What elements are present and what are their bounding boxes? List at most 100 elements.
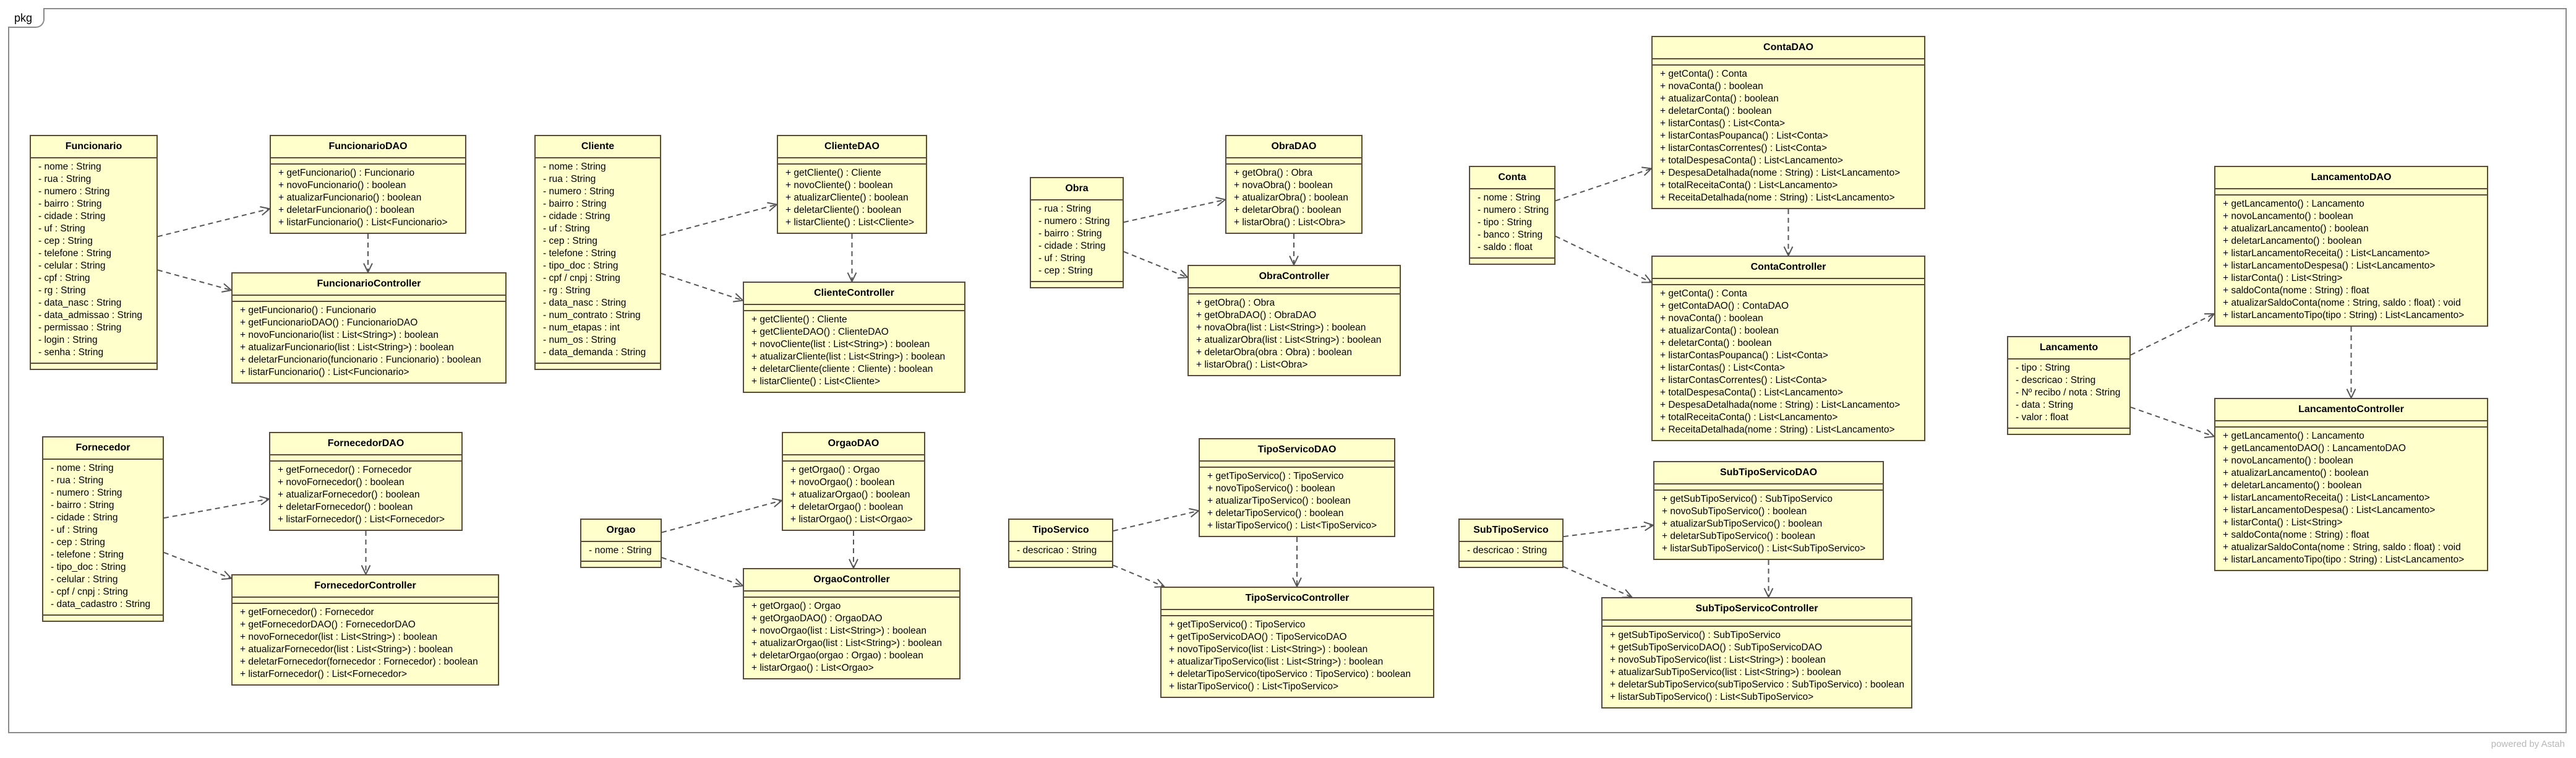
attribute-compartment — [270, 455, 461, 460]
operation: + atualizarFuncionario() : boolean — [278, 192, 422, 203]
class-fornecedor[interactable]: Fornecedor- nome : String- rua : String-… — [42, 436, 164, 622]
operation: + atualizarConta() : boolean — [1660, 93, 1779, 104]
operation: + novoCliente() : boolean — [785, 180, 893, 191]
class-name: Obra — [1031, 178, 1123, 200]
attribute: - cep : String — [543, 236, 597, 246]
class-obra-controller[interactable]: ObraController+ getObra() : Obra+ getObr… — [1187, 265, 1401, 376]
operation: + listarCliente() : List<Cliente> — [785, 217, 915, 228]
class-tiposervico-dao[interactable]: TipoServicoDAO+ getTipoServico() : TipoS… — [1199, 438, 1395, 537]
attribute: - descricao : String — [2016, 375, 2096, 385]
operation: + listarFornecedor() : List<Fornecedor> — [240, 669, 408, 679]
class-fornecedor-dao[interactable]: FornecedorDAO+ getFornecedor() : Fornece… — [269, 432, 463, 531]
operation-compartment — [581, 561, 661, 567]
class-subtiposervico-dao[interactable]: SubTipoServicoDAO+ getSubTipoServico() :… — [1653, 461, 1884, 560]
class-tiposervico-controller[interactable]: TipoServicoController + getTipoServico() … — [1160, 587, 1434, 698]
attribute: - senha : String — [38, 347, 104, 358]
class-funcionario-controller[interactable]: FuncionarioController+ getFuncionario() … — [231, 272, 507, 384]
operation: + atualizarFornecedor(list : List<String… — [240, 644, 453, 655]
class-obra[interactable]: Obra- rua : String- numero : String- bai… — [1030, 177, 1124, 288]
operation: + deletarFuncionario(funcionario : Funci… — [240, 355, 481, 365]
package-frame — [8, 8, 2567, 733]
operation: + listarFuncionario() : List<Funcionario… — [278, 217, 448, 228]
class-cliente[interactable]: Cliente- nome : String- rua : String- nu… — [534, 135, 661, 370]
class-name: Conta — [1470, 167, 1554, 189]
attribute: - rg : String — [543, 285, 591, 296]
class-name: ObraController — [1189, 266, 1400, 288]
class-name: TipoServicoController — [1162, 588, 1433, 610]
class-cliente-controller[interactable]: ClienteController+ getCliente() : Client… — [743, 282, 965, 393]
class-subtiposervico[interactable]: SubTipoServico- descricao : String — [1458, 519, 1564, 568]
operation: + novoOrgao() : boolean — [790, 477, 895, 488]
package-label: pkg — [8, 8, 45, 28]
class-name: Orgao — [581, 520, 661, 542]
class-funcionario-dao[interactable]: FuncionarioDAO+ getFuncionario() : Funci… — [270, 135, 466, 234]
attribute: - data_nasc : String — [38, 298, 122, 308]
class-lancamento-controller[interactable]: LancamentoController+ getLancamento() : … — [2214, 398, 2488, 571]
class-orgao[interactable]: Orgao- nome : String — [580, 519, 662, 568]
operation: + getFornecedor() : Fornecedor — [240, 607, 374, 618]
class-name: ContaController — [1653, 257, 1924, 279]
class-orgao-dao[interactable]: OrgaoDAO+ getOrgao() : Orgao+ novoOrgao(… — [782, 432, 925, 531]
attribute: - valor : float — [2016, 412, 2069, 423]
attribute-compartment: - descricao : String — [1009, 542, 1112, 561]
attribute-compartment — [1162, 610, 1433, 615]
operation-compartment: + getCliente() : Cliente+ novoCliente() … — [778, 163, 926, 233]
operation: + deletarFornecedor(fornecedor : Fornece… — [240, 657, 478, 667]
class-name: ObraDAO — [1226, 136, 1361, 158]
class-orgao-controller[interactable]: OrgaoController+ getOrgao() : Orgao+ get… — [743, 568, 961, 679]
class-fornecedor-controller[interactable]: FornecedorController+ getFornecedor() : … — [231, 574, 499, 686]
class-name: SubTipoServico — [1460, 520, 1562, 542]
attribute: - rua : String — [543, 174, 596, 184]
class-conta[interactable]: Conta- nome : String- numero : String- t… — [1469, 166, 1555, 265]
attribute: - cep : String — [1038, 265, 1093, 276]
operation: + listarContasCorrentes() : List<Conta> — [1660, 375, 1828, 385]
operation: + novoSubTipoServico() : boolean — [1662, 506, 1807, 517]
class-lancamento[interactable]: Lancamento- tipo : String- descricao : S… — [2007, 336, 2131, 435]
attribute: - telefone : String — [38, 248, 112, 259]
class-conta-controller[interactable]: ContaController+ getConta() : Conta+ get… — [1651, 256, 1925, 441]
operation: + novaConta() : boolean — [1660, 313, 1763, 324]
operation-compartment: + getFornecedor() : Fornecedor+ novoForn… — [270, 460, 461, 530]
operation: + getFuncionarioDAO() : FuncionarioDAO — [240, 317, 418, 328]
attribute: - banco : String — [1478, 230, 1543, 240]
attribute: - rg : String — [38, 285, 86, 296]
class-name: TipoServico — [1009, 520, 1112, 542]
operation: + listarLancamentoTipo(tipo : String) : … — [2223, 310, 2465, 321]
operation: + listarTipoServico() : List<TipoServico… — [1169, 681, 1339, 692]
attribute: - data_demanda : String — [543, 347, 646, 358]
operation: + atualizarObra() : boolean — [1234, 192, 1348, 203]
operation: + listarOrgao() : List<Orgao> — [790, 514, 913, 525]
attribute: - cidade : String — [51, 512, 118, 523]
class-subtiposervico-controller[interactable]: SubTipoServicoController+ getSubTipoServ… — [1601, 597, 1912, 708]
attribute: - rua : String — [51, 475, 104, 486]
attribute: - Nº recibo / nota : String — [2016, 387, 2121, 398]
operation-compartment — [1009, 561, 1112, 567]
operation: + deletarLancamento() : boolean — [2223, 236, 2362, 246]
attribute: - permissao : String — [38, 322, 122, 333]
operation-compartment: + getObra() : Obra+ novaObra() : boolean… — [1226, 163, 1361, 233]
operation: + getFornecedor() : Fornecedor — [278, 465, 412, 475]
operation: + atualizarFornecedor() : boolean — [278, 489, 420, 500]
attribute-compartment — [2215, 421, 2487, 426]
class-obra-dao[interactable]: ObraDAO + getObra() : Obra+ novaObra() : … — [1225, 135, 1363, 234]
operation: + deletarSubTipoServico() : boolean — [1662, 531, 1815, 541]
class-lancamento-dao[interactable]: LancamentoDAO+ getLancamento() : Lancame… — [2214, 166, 2488, 327]
class-conta-dao[interactable]: ContaDAO+ getConta() : Conta+ novaConta(… — [1651, 36, 1925, 209]
operation: + deletarFornecedor() : boolean — [278, 502, 413, 512]
operation: + deletarObra() : boolean — [1234, 205, 1341, 215]
attribute: - cidade : String — [38, 211, 106, 222]
operation-compartment: + getTipoServico() : TipoServico+ getTip… — [1162, 615, 1433, 697]
class-name: SubTipoServicoController — [1603, 598, 1911, 621]
operation: + DespesaDetalhada(nome : String) : List… — [1660, 400, 1901, 410]
operation: + atualizarLancamento() : boolean — [2223, 223, 2369, 234]
attribute: - tipo_doc : String — [543, 261, 618, 271]
attribute: - uf : String — [38, 223, 85, 234]
class-tiposervico[interactable]: TipoServico - descricao : String — [1008, 519, 1113, 568]
operation: + listarLancamentoDespesa() : List<Lanca… — [2223, 505, 2436, 515]
attribute: - cpf / cnpj : String — [51, 587, 128, 597]
attribute: - descricao : String — [1017, 545, 1097, 556]
class-funcionario[interactable]: Funcionario- nome : String- rua : String… — [30, 135, 158, 370]
class-cliente-dao[interactable]: ClienteDAO+ getCliente() : Cliente+ novo… — [777, 135, 927, 234]
class-name: Lancamento — [2008, 337, 2129, 360]
